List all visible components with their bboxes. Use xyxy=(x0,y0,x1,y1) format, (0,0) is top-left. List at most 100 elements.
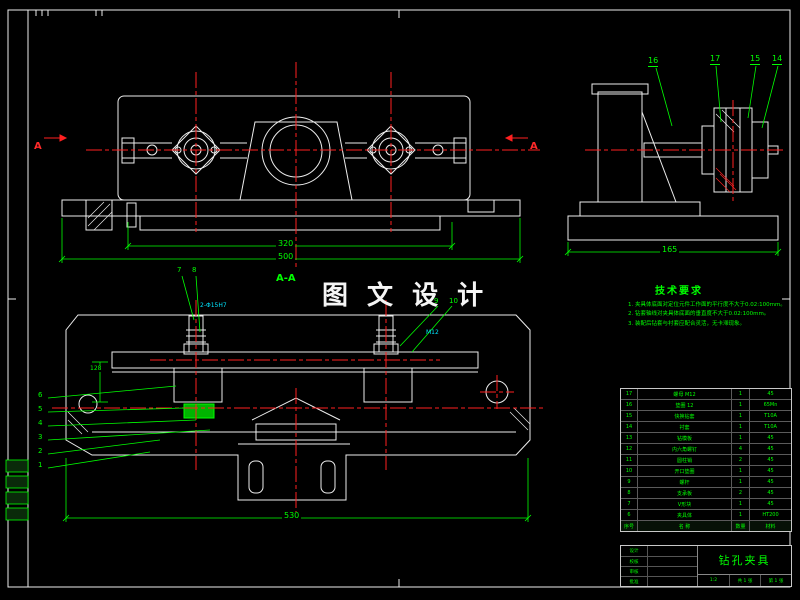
bom-material: 45 xyxy=(749,466,791,476)
bom-no: 8 xyxy=(627,489,631,496)
title-block-signatures: 设计 校核 审核 批准 xyxy=(621,546,698,586)
hole-spec-label: 2-Φ15H7 xyxy=(200,302,227,309)
bom-name: 支承板 xyxy=(637,488,731,498)
field-value xyxy=(647,567,697,576)
bom-name: 垫圈 12 xyxy=(637,400,731,410)
bom-material: T10A xyxy=(749,422,791,432)
field-label: 设计 xyxy=(629,549,639,554)
balloon-16: 16 xyxy=(648,56,659,67)
bom-qty: 1 xyxy=(731,466,749,476)
bom-name: 开口垫圈 xyxy=(637,466,731,476)
sheet-number: 第 1 张 xyxy=(760,575,791,586)
bom-qty: 2 xyxy=(731,488,749,498)
bom-name: 夹具体 xyxy=(637,510,731,520)
bom-qty: 1 xyxy=(731,422,749,432)
title-block: 设计 校核 审核 批准 钻孔夹具 1:2 共 1 张 第 1 张 xyxy=(620,545,792,587)
bom-qty: 4 xyxy=(731,444,749,454)
section-marker-left: A xyxy=(34,141,42,152)
field-label: 批准 xyxy=(629,579,639,585)
bom-qty: 1 xyxy=(731,411,749,421)
bom-material: 45 xyxy=(749,389,791,399)
bom-material: 65Mn xyxy=(749,400,791,410)
balloon-10: 10 xyxy=(449,297,458,305)
bom-header-name: 名 称 xyxy=(637,521,731,531)
dimension-front-inner: 320 xyxy=(276,239,296,248)
drawing-scale: 1:2 xyxy=(709,578,718,583)
section-view-linework xyxy=(65,314,531,501)
section-aa-label: A-A xyxy=(276,273,296,284)
bom-no: 16 xyxy=(625,401,633,408)
margin-annotation-blocks xyxy=(5,459,29,521)
dimension-front-outer: 500 xyxy=(276,252,296,261)
bom-no: 12 xyxy=(625,445,633,452)
side-view-centerlines xyxy=(585,100,786,204)
field-value xyxy=(647,557,697,566)
field-value xyxy=(647,577,697,586)
title-block-name-area: 钻孔夹具 1:2 共 1 张 第 1 张 xyxy=(698,546,791,586)
bom-name: V形块 xyxy=(637,499,731,509)
bom-material: T10A xyxy=(749,411,791,421)
tech-requirement-item: 1. 夹具体底面对定位元件工作面的平行度不大于0.02:100mm。 xyxy=(628,302,786,308)
title-block-field: 批准 xyxy=(621,576,697,586)
section-marker-right: A xyxy=(530,141,538,152)
side-view-leader-lines xyxy=(655,65,779,129)
balloon-3: 3 xyxy=(38,433,43,441)
section-view-leader-lines xyxy=(47,275,453,469)
bom-no: 11 xyxy=(625,456,633,463)
bom-header-no: 序号 xyxy=(621,521,637,531)
title-block-field: 设计 xyxy=(621,546,697,556)
bom-material: HT200 xyxy=(749,510,791,520)
bom-name: 圆柱销 xyxy=(637,455,731,465)
bom-header-qty: 数量 xyxy=(731,521,749,531)
bom-qty: 1 xyxy=(731,400,749,410)
tech-requirement-item: 3. 装配后钻套与衬套应配合灵活，无卡滞现象。 xyxy=(628,320,745,327)
bom-material: 45 xyxy=(749,499,791,509)
bom-name: 快换钻套 xyxy=(637,411,731,421)
bom-material: 45 xyxy=(749,477,791,487)
bom-no: 9 xyxy=(627,478,631,485)
field-value xyxy=(647,546,697,556)
title-block-field: 审核 xyxy=(621,566,697,576)
side-view-linework xyxy=(567,83,779,241)
bom-material: 45 xyxy=(749,433,791,443)
tech-requirements-list: 1. 夹具体底面对定位元件工作面的平行度不大于0.02:100mm。 2. 钻套… xyxy=(628,301,788,329)
bom-no: 17 xyxy=(625,390,633,397)
bom-name: 内六角螺钉 xyxy=(637,444,731,454)
bom-no: 15 xyxy=(625,412,633,419)
front-view-linework xyxy=(61,95,521,231)
table-header-row: 序号名 称数量材料 xyxy=(621,520,791,531)
balloon-15: 15 xyxy=(750,54,761,65)
bom-name: 钻模板 xyxy=(637,433,731,443)
sheet-total: 共 1 张 xyxy=(729,575,760,586)
balloon-6: 6 xyxy=(38,391,43,399)
bom-material: 45 xyxy=(749,444,791,454)
section-highlighted-part xyxy=(183,403,215,419)
thread-spec-label: M12 xyxy=(426,329,439,336)
bom-no: 14 xyxy=(625,423,633,430)
dimension-section-width: 530 xyxy=(282,511,302,520)
section-cut-arrows xyxy=(44,134,528,142)
bom-no: 10 xyxy=(625,467,633,474)
bom-qty: 1 xyxy=(731,499,749,509)
field-label: 校核 xyxy=(629,559,639,565)
balloon-17: 17 xyxy=(710,54,721,65)
drawing-frame xyxy=(7,9,791,588)
balloon-5: 5 xyxy=(38,405,43,413)
section-view-centerlines xyxy=(52,300,545,515)
bom-material: 45 xyxy=(749,455,791,465)
bom-no: 7 xyxy=(627,500,631,507)
bom-qty: 1 xyxy=(731,389,749,399)
bom-qty: 1 xyxy=(731,510,749,520)
bom-name: 螺杆 xyxy=(637,477,731,487)
balloon-8: 8 xyxy=(192,266,197,274)
